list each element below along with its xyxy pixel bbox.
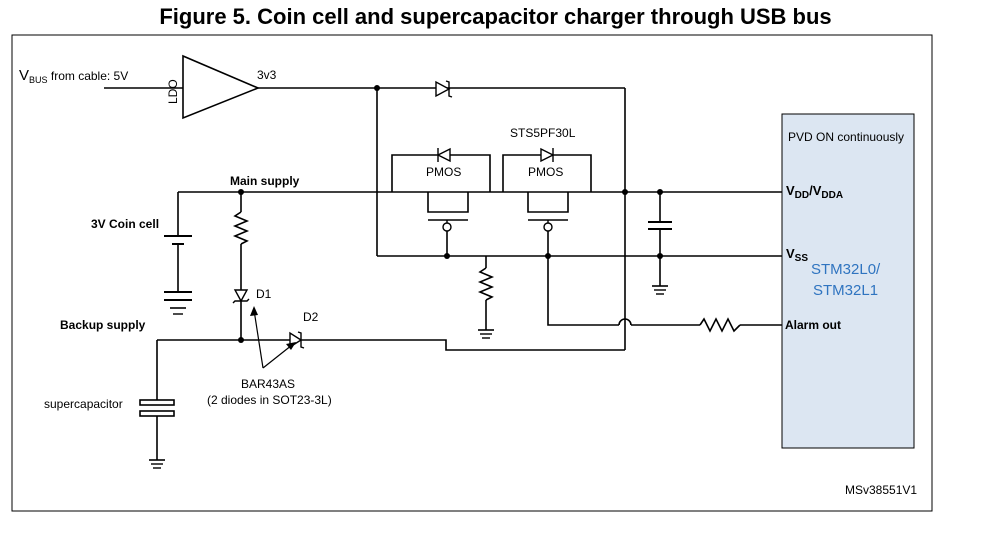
coin-cell-label: 3V Coin cell — [91, 217, 159, 231]
alarm-wire-left — [547, 256, 619, 326]
vss-label: VSS — [786, 246, 808, 264]
figure-frame — [11, 34, 933, 512]
alarm-out-label: Alarm out — [785, 318, 841, 332]
backup-supply-label: Backup supply — [60, 318, 146, 332]
pmos-right-label: PMOS — [528, 165, 563, 179]
mcu-name-line2: STM32L1 — [813, 282, 878, 299]
junction-dots — [238, 85, 663, 343]
decoupling-capacitor — [648, 192, 672, 295]
charge-resistor — [232, 192, 250, 290]
wire-crossover — [618, 318, 632, 326]
vdd-label: VDD/VDDA — [786, 183, 843, 201]
d2-output-wire — [301, 339, 625, 351]
main-supply-label: Main supply — [230, 174, 300, 188]
ldo-label: LDO — [166, 79, 180, 104]
supercapacitor-label: supercapacitor — [44, 397, 123, 411]
alarm-resistor — [699, 317, 741, 333]
figure-title: Figure 5. Coin cell and supercapacitor c… — [159, 4, 832, 29]
v3v3-label: 3v3 — [257, 68, 277, 82]
mcu-name-line1: STM32L0/ — [811, 261, 881, 278]
ldo-triangle — [182, 54, 261, 120]
supercapacitor — [139, 340, 175, 469]
d1-label: D1 — [256, 287, 272, 301]
diode-d1 — [232, 289, 250, 340]
pvd-label: PVD ON continuously — [788, 130, 904, 144]
pmos-left-label: PMOS — [426, 165, 461, 179]
bar43as-note: (2 diodes in SOT23-3L) — [207, 393, 332, 407]
sts5pf30l-label: STS5PF30L — [510, 126, 576, 140]
vbus-label: VBUS from cable: 5V — [19, 67, 128, 85]
reference-code: MSv38551V1 — [845, 483, 917, 497]
pmos-right — [502, 147, 592, 256]
mcu-block — [781, 113, 915, 449]
pmos-left — [391, 147, 491, 256]
d2-label: D2 — [303, 310, 319, 324]
bar43as-label: BAR43AS — [241, 377, 295, 391]
schottky-diode-top — [435, 80, 453, 98]
gate-pulldown-resistor — [477, 256, 495, 339]
coin-cell-battery — [164, 235, 192, 315]
bar43as-pointers — [250, 306, 296, 369]
